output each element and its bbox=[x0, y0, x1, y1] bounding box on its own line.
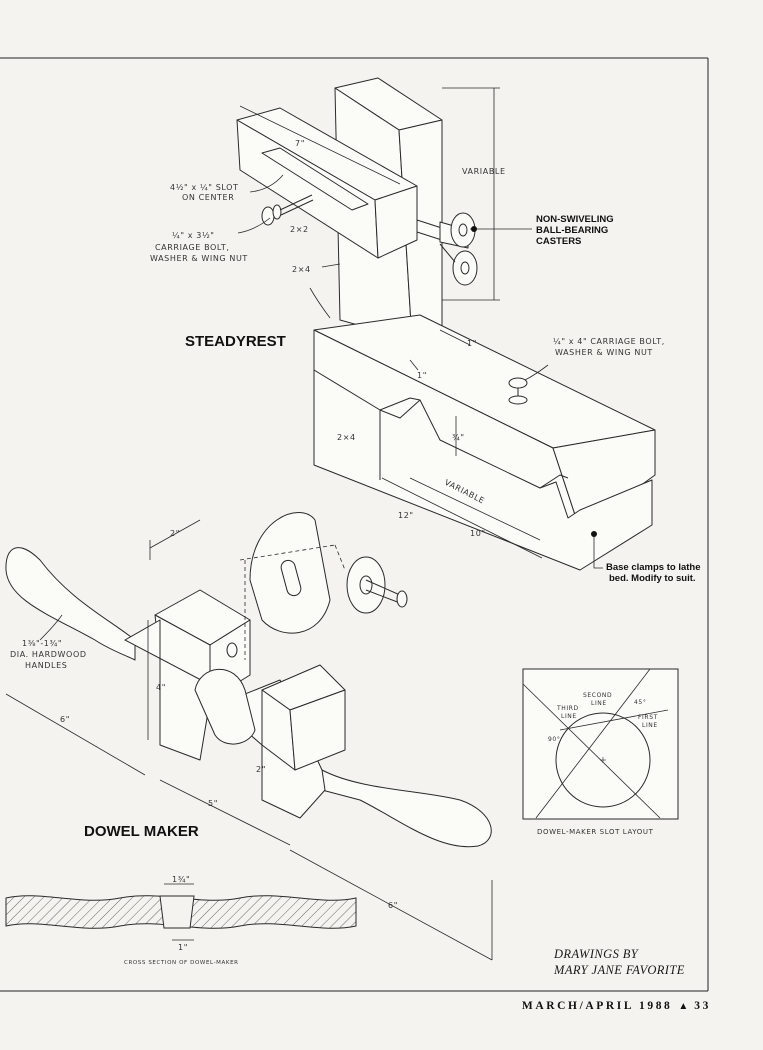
angle-90: 90° bbox=[548, 736, 560, 743]
casters-callout-2: BALL-BEARING bbox=[536, 225, 608, 236]
cross-section-caption: CROSS SECTION OF DOWEL-MAKER bbox=[124, 960, 239, 966]
blade-plate bbox=[249, 512, 331, 634]
variable-top-label: VARIABLE bbox=[462, 167, 506, 176]
dim-1a: 1" bbox=[467, 339, 477, 348]
dim-2: 2" bbox=[170, 529, 180, 538]
casters-callout-3: CASTERS bbox=[536, 236, 581, 247]
center-slot-piece bbox=[194, 668, 256, 745]
steadyrest-dimensions bbox=[239, 87, 543, 559]
dim-5: 5" bbox=[208, 799, 218, 808]
dowel-maker-heading: DOWEL MAKER bbox=[84, 823, 199, 840]
slot-layout-caption: DOWEL-MAKER SLOT LAYOUT bbox=[537, 828, 654, 836]
base-bolt-label-2: WASHER & WING NUT bbox=[555, 348, 653, 357]
dim-3-4: ¾" bbox=[452, 433, 465, 442]
second-line-2: LINE bbox=[591, 700, 607, 707]
dim-6-right: 6" bbox=[388, 901, 398, 910]
dim-1b: 1" bbox=[417, 371, 427, 380]
right-handle bbox=[321, 769, 492, 848]
page-frame bbox=[0, 57, 709, 992]
issue-date: MARCH/APRIL 1988 bbox=[521, 1000, 673, 1012]
casters bbox=[416, 212, 478, 286]
carriage-bolt-label-3: WASHER & WING NUT bbox=[150, 254, 248, 263]
dim-10: 10" bbox=[470, 529, 486, 538]
credit-line-2: MARY JANE FAVORITE bbox=[554, 963, 685, 977]
slot-label: 4½" x ¼" SLOT bbox=[170, 183, 239, 192]
steadyrest-drawing bbox=[236, 77, 656, 571]
steadyrest-heading: STEADYREST bbox=[185, 333, 286, 350]
hidden-lines bbox=[239, 544, 346, 660]
steadyrest-leaders bbox=[237, 174, 603, 569]
dim-7: 7" bbox=[295, 139, 305, 148]
first-line-2: LINE bbox=[642, 722, 658, 729]
second-line-1: SECOND bbox=[583, 692, 612, 699]
cross-section bbox=[5, 883, 357, 941]
dim-6-left: 6" bbox=[60, 715, 70, 724]
dim-4: 4" bbox=[156, 683, 166, 692]
dim-12: 12" bbox=[398, 511, 414, 520]
dowel-maker-dimensions bbox=[5, 519, 493, 961]
carriage-bolt-label-2: CARRIAGE BOLT, bbox=[155, 243, 230, 252]
base-callout-1: Base clamps to lathe bbox=[606, 562, 701, 573]
carriage-bolt-label-1: ¼" x 3½" bbox=[172, 231, 215, 240]
first-line-1: FIRST bbox=[638, 714, 658, 721]
credit-line-1: DRAWINGS BY bbox=[554, 947, 639, 961]
steadyrest-base-bottom bbox=[313, 369, 653, 571]
page-number: 33 bbox=[694, 1000, 711, 1012]
carriage-bolt bbox=[261, 194, 314, 226]
page-footer: MARCH/APRIL 1988 ▲ 33 bbox=[522, 1000, 711, 1012]
dim-1: 1" bbox=[178, 943, 188, 952]
base-bolt-label-1: ¼" x 4" CARRIAGE BOLT, bbox=[553, 337, 665, 346]
handles-leader bbox=[39, 614, 63, 641]
base-callout-dot bbox=[591, 531, 597, 537]
casters-callout-dot bbox=[471, 226, 477, 232]
casters-callout-1: NON-SWIVELING bbox=[536, 214, 614, 225]
base-callout-2: bed. Modify to suit. bbox=[609, 573, 696, 584]
board-2x2-label: 2×2 bbox=[290, 225, 309, 234]
dowel-maker-drawing bbox=[5, 512, 493, 961]
handles-label-1: 1⅜"-1¾" bbox=[22, 639, 62, 648]
steadyrest-crossbar bbox=[236, 107, 418, 259]
triangle-icon: ▲ bbox=[678, 1001, 689, 1012]
third-line-1: THIRD bbox=[556, 705, 579, 712]
angle-45: 45° bbox=[634, 699, 646, 706]
left-handle bbox=[5, 547, 136, 661]
dim-2-small: 2" bbox=[256, 765, 266, 774]
base-wing-nut bbox=[508, 377, 528, 405]
third-line-2: LINE bbox=[561, 713, 577, 720]
dowel-bolt bbox=[346, 556, 408, 614]
slot-label-2: ON CENTER bbox=[182, 193, 234, 202]
drawing-credit: DRAWINGS BY MARY JANE FAVORITE bbox=[554, 946, 734, 978]
slot-layout-diagram bbox=[522, 668, 679, 820]
dim-1-3-4: 1¾" bbox=[172, 875, 190, 884]
board-2x4-top-label: 2×4 bbox=[292, 265, 311, 274]
board-2x4-base-label: 2×4 bbox=[337, 433, 356, 442]
handles-label-2: DIA. HARDWOOD bbox=[10, 650, 87, 659]
right-block bbox=[261, 664, 346, 771]
handles-label-3: HANDLES bbox=[25, 661, 67, 670]
